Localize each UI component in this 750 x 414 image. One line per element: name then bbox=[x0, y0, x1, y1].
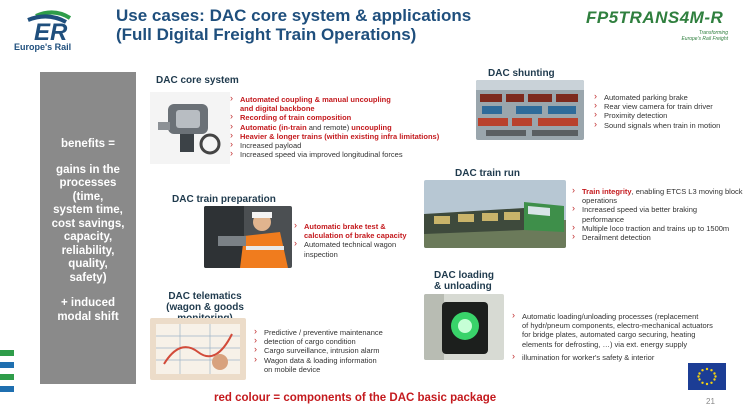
shunting-list: Automated parking brake Rear view camera… bbox=[592, 92, 742, 130]
benefits-line: gains in the bbox=[56, 163, 120, 176]
fp5-transform-logo: FP5TRANS4M-R bbox=[586, 8, 744, 38]
list-item: detection of cargo condition bbox=[252, 336, 422, 346]
benefits-line: cost savings, bbox=[51, 217, 125, 230]
list-item: Heavier & longer trains (within existing… bbox=[228, 131, 453, 141]
loading-title: DAC loading & unloading bbox=[434, 270, 494, 292]
list-item: Automated coupling & manual uncouplingan… bbox=[228, 94, 453, 113]
decorative-stripes-icon bbox=[0, 350, 14, 392]
page-title: Use cases: DAC core system & application… bbox=[116, 6, 496, 44]
list-item: Predictive / preventive maintenance bbox=[252, 327, 422, 337]
loading-title-line1: DAC loading bbox=[434, 270, 494, 281]
fp5-logo-subtitle: Transforming Europe's Rail Freight bbox=[640, 30, 728, 42]
list-item: Derailment detection bbox=[570, 232, 746, 242]
benefits-line: + induced bbox=[61, 297, 115, 309]
worker-image-icon bbox=[204, 206, 292, 268]
benefits-panel: benefits = gains in the processes (time,… bbox=[40, 72, 136, 384]
train-run-list: Train integrity, enabling ETCS L3 moving… bbox=[570, 186, 746, 242]
list-item: Automatic (in-train and remote) uncoupli… bbox=[228, 122, 453, 132]
loading-title-line2: & unloading bbox=[434, 281, 492, 292]
train-run-title: DAC train run bbox=[455, 168, 520, 179]
benefits-line: benefits = bbox=[60, 138, 115, 150]
train-preparation-list: Automatic brake test &calculation of bra… bbox=[292, 221, 424, 259]
fp5-sub-line2: Europe's Rail Freight bbox=[681, 36, 728, 42]
telematics-title-line1: DAC telematics bbox=[168, 291, 242, 302]
telematics-list: Predictive / preventive maintenance dete… bbox=[252, 327, 422, 374]
list-item: Sound signals when train in motion bbox=[592, 120, 742, 130]
benefits-line: (time, bbox=[72, 190, 104, 203]
list-item: illumination for worker's safety & inter… bbox=[510, 352, 736, 362]
list-item: Automatic brake test &calculation of bra… bbox=[292, 221, 424, 240]
list-item: Increased speed via improved longitudina… bbox=[228, 149, 453, 159]
signal-light-image-icon bbox=[424, 294, 504, 360]
benefits-line: system time, bbox=[53, 204, 123, 216]
list-item: Increased payload bbox=[228, 140, 453, 150]
list-item: Automated parking brake bbox=[592, 92, 742, 102]
page-number: 21 bbox=[706, 397, 715, 406]
benefits-line: capacity, bbox=[63, 231, 113, 243]
list-item: Recording of train composition bbox=[228, 112, 453, 122]
shunting-title: DAC shunting bbox=[488, 68, 555, 79]
benefits-line: reliability, bbox=[61, 244, 115, 257]
list-item: Rear view camera for train driver bbox=[592, 101, 742, 111]
list-item: Train integrity, enabling ETCS L3 moving… bbox=[570, 186, 746, 205]
core-system-list: Automated coupling & manual uncouplingan… bbox=[228, 94, 453, 159]
benefits-line: modal shift bbox=[57, 310, 119, 323]
europes-rail-logo-text: Europe's Rail bbox=[14, 42, 72, 52]
benefits-line: processes bbox=[59, 177, 117, 189]
fp5-logo-text: FP5TRANS4M-R bbox=[586, 8, 724, 27]
list-item: Multiple loco traction and trains up to … bbox=[570, 223, 746, 233]
list-item: Increased speed via better brakingperfor… bbox=[570, 204, 746, 223]
train-preparation-title: DAC train preparation bbox=[172, 194, 276, 205]
svg-text:ER: ER bbox=[34, 19, 68, 46]
footer-note: red colour = components of the DAC basic… bbox=[214, 392, 497, 404]
title-line-1: Use cases: DAC core system & application… bbox=[116, 6, 472, 25]
list-item: Automatic loading/unloading processes (r… bbox=[510, 311, 736, 349]
list-item: Cargo surveillance, intrusion alarm bbox=[252, 345, 422, 355]
coupler-image-icon bbox=[150, 92, 230, 164]
train-run-image-icon bbox=[424, 180, 566, 248]
loading-list: Automatic loading/unloading processes (r… bbox=[510, 311, 736, 362]
fp5-sub-line1: Transforming bbox=[698, 30, 728, 36]
europes-rail-logo-icon: ER bbox=[27, 10, 72, 46]
core-system-title: DAC core system bbox=[156, 75, 239, 86]
telematics-image-icon bbox=[150, 318, 246, 380]
benefits-line: quality, bbox=[68, 258, 108, 270]
shunting-yard-image-icon bbox=[476, 80, 584, 140]
list-item: Proximity detection bbox=[592, 110, 742, 120]
eu-flag-icon bbox=[688, 363, 726, 390]
title-line-2: (Full Digital Freight Train Operations) bbox=[116, 25, 417, 44]
benefits-line: safety) bbox=[69, 271, 107, 284]
